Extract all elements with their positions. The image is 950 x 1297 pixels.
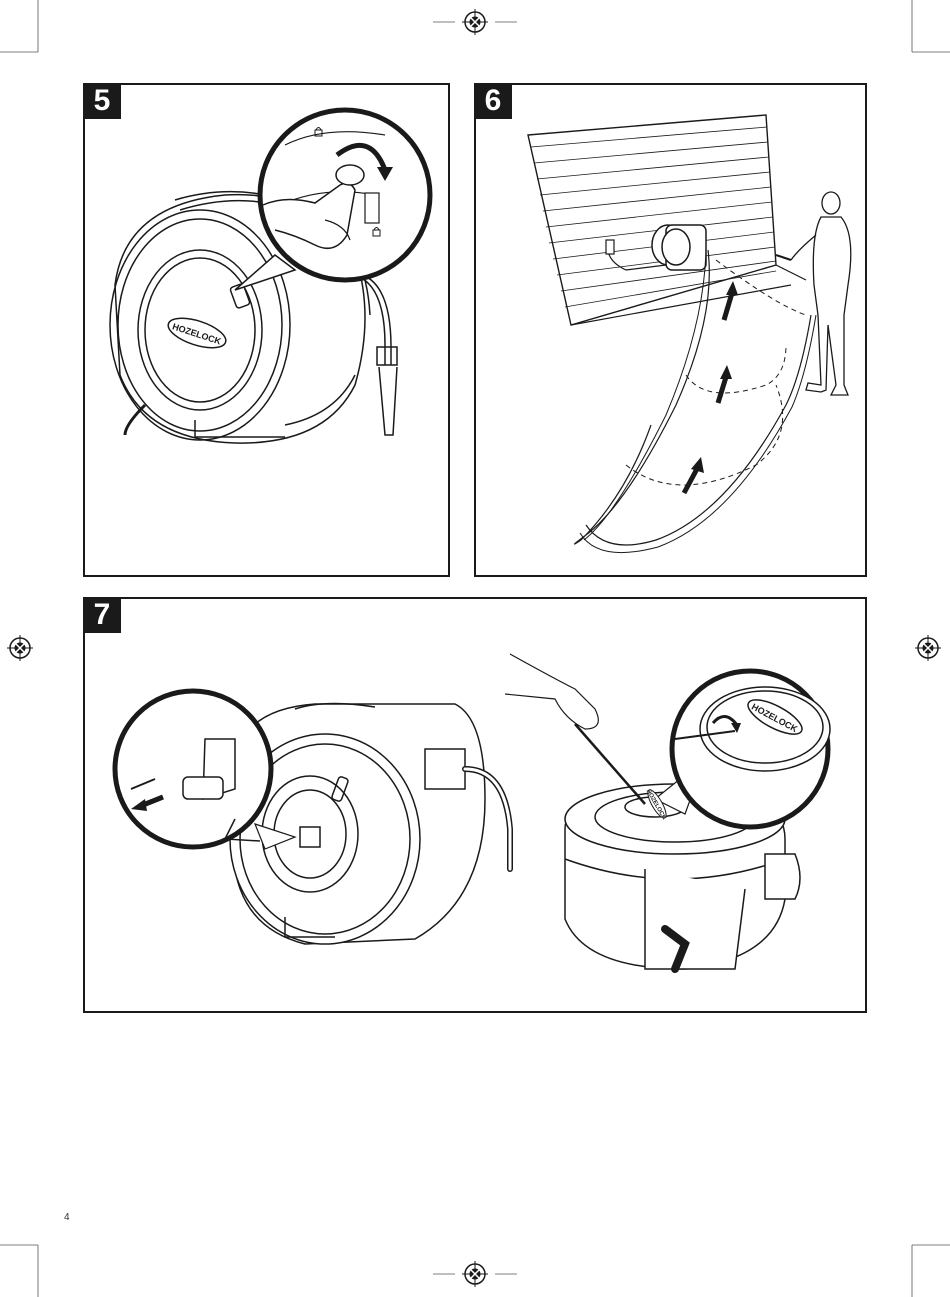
panel-step-6: 6 bbox=[474, 83, 867, 577]
page-number: 4 bbox=[64, 1212, 70, 1223]
reel-cover-removal-illustration: HOZELOCK HOZELOCK bbox=[85, 599, 865, 1011]
registration-mark-icon bbox=[915, 635, 941, 661]
registration-mark-icon bbox=[7, 635, 33, 661]
panel-step-7: 7 bbox=[83, 597, 867, 1013]
hose-reel-lock-illustration: HOZELOCK bbox=[85, 85, 448, 575]
registration-mark-icon bbox=[462, 1261, 488, 1287]
arrow-icon bbox=[718, 365, 732, 403]
registration-mark-icon bbox=[462, 9, 488, 35]
panel-step-5: 5 HOZELOCK bbox=[83, 83, 450, 577]
arrow-icon bbox=[724, 281, 738, 320]
arrow-icon bbox=[684, 457, 704, 493]
wall-mounted-reel-illustration bbox=[476, 85, 865, 575]
